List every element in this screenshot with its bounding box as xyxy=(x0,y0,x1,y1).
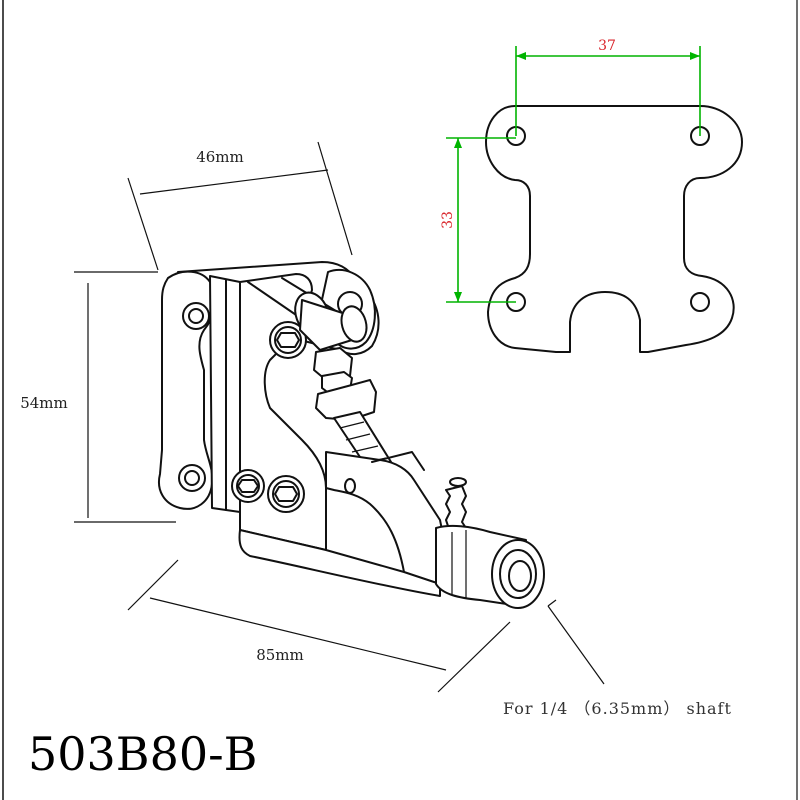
dimension-85mm-label: 85mm xyxy=(256,646,304,664)
dimension-33-label: 33 xyxy=(440,211,456,229)
dimension-54mm: 54mm xyxy=(20,271,176,523)
dimension-54mm-label: 54mm xyxy=(20,394,68,412)
dimension-37: 37 xyxy=(515,38,701,136)
mounting-plate-outline xyxy=(485,105,743,353)
part-number: 503B80-B xyxy=(28,727,257,781)
plate-hole-bottom-right xyxy=(690,292,710,312)
shaft-note-leader-tick xyxy=(547,599,557,607)
dimension-33: 33 xyxy=(440,137,516,303)
shaft-note: For 1/4 （6.35mm） shaft xyxy=(503,699,732,718)
dimension-46mm-label: 46mm xyxy=(196,148,244,166)
dimension-46mm: 46mm xyxy=(127,141,353,271)
shaft-note-leader xyxy=(547,605,605,685)
dimension-37-label: 37 xyxy=(598,38,616,54)
strut-bracket-drawing xyxy=(158,261,545,609)
dimension-85mm: 85mm xyxy=(127,559,511,693)
